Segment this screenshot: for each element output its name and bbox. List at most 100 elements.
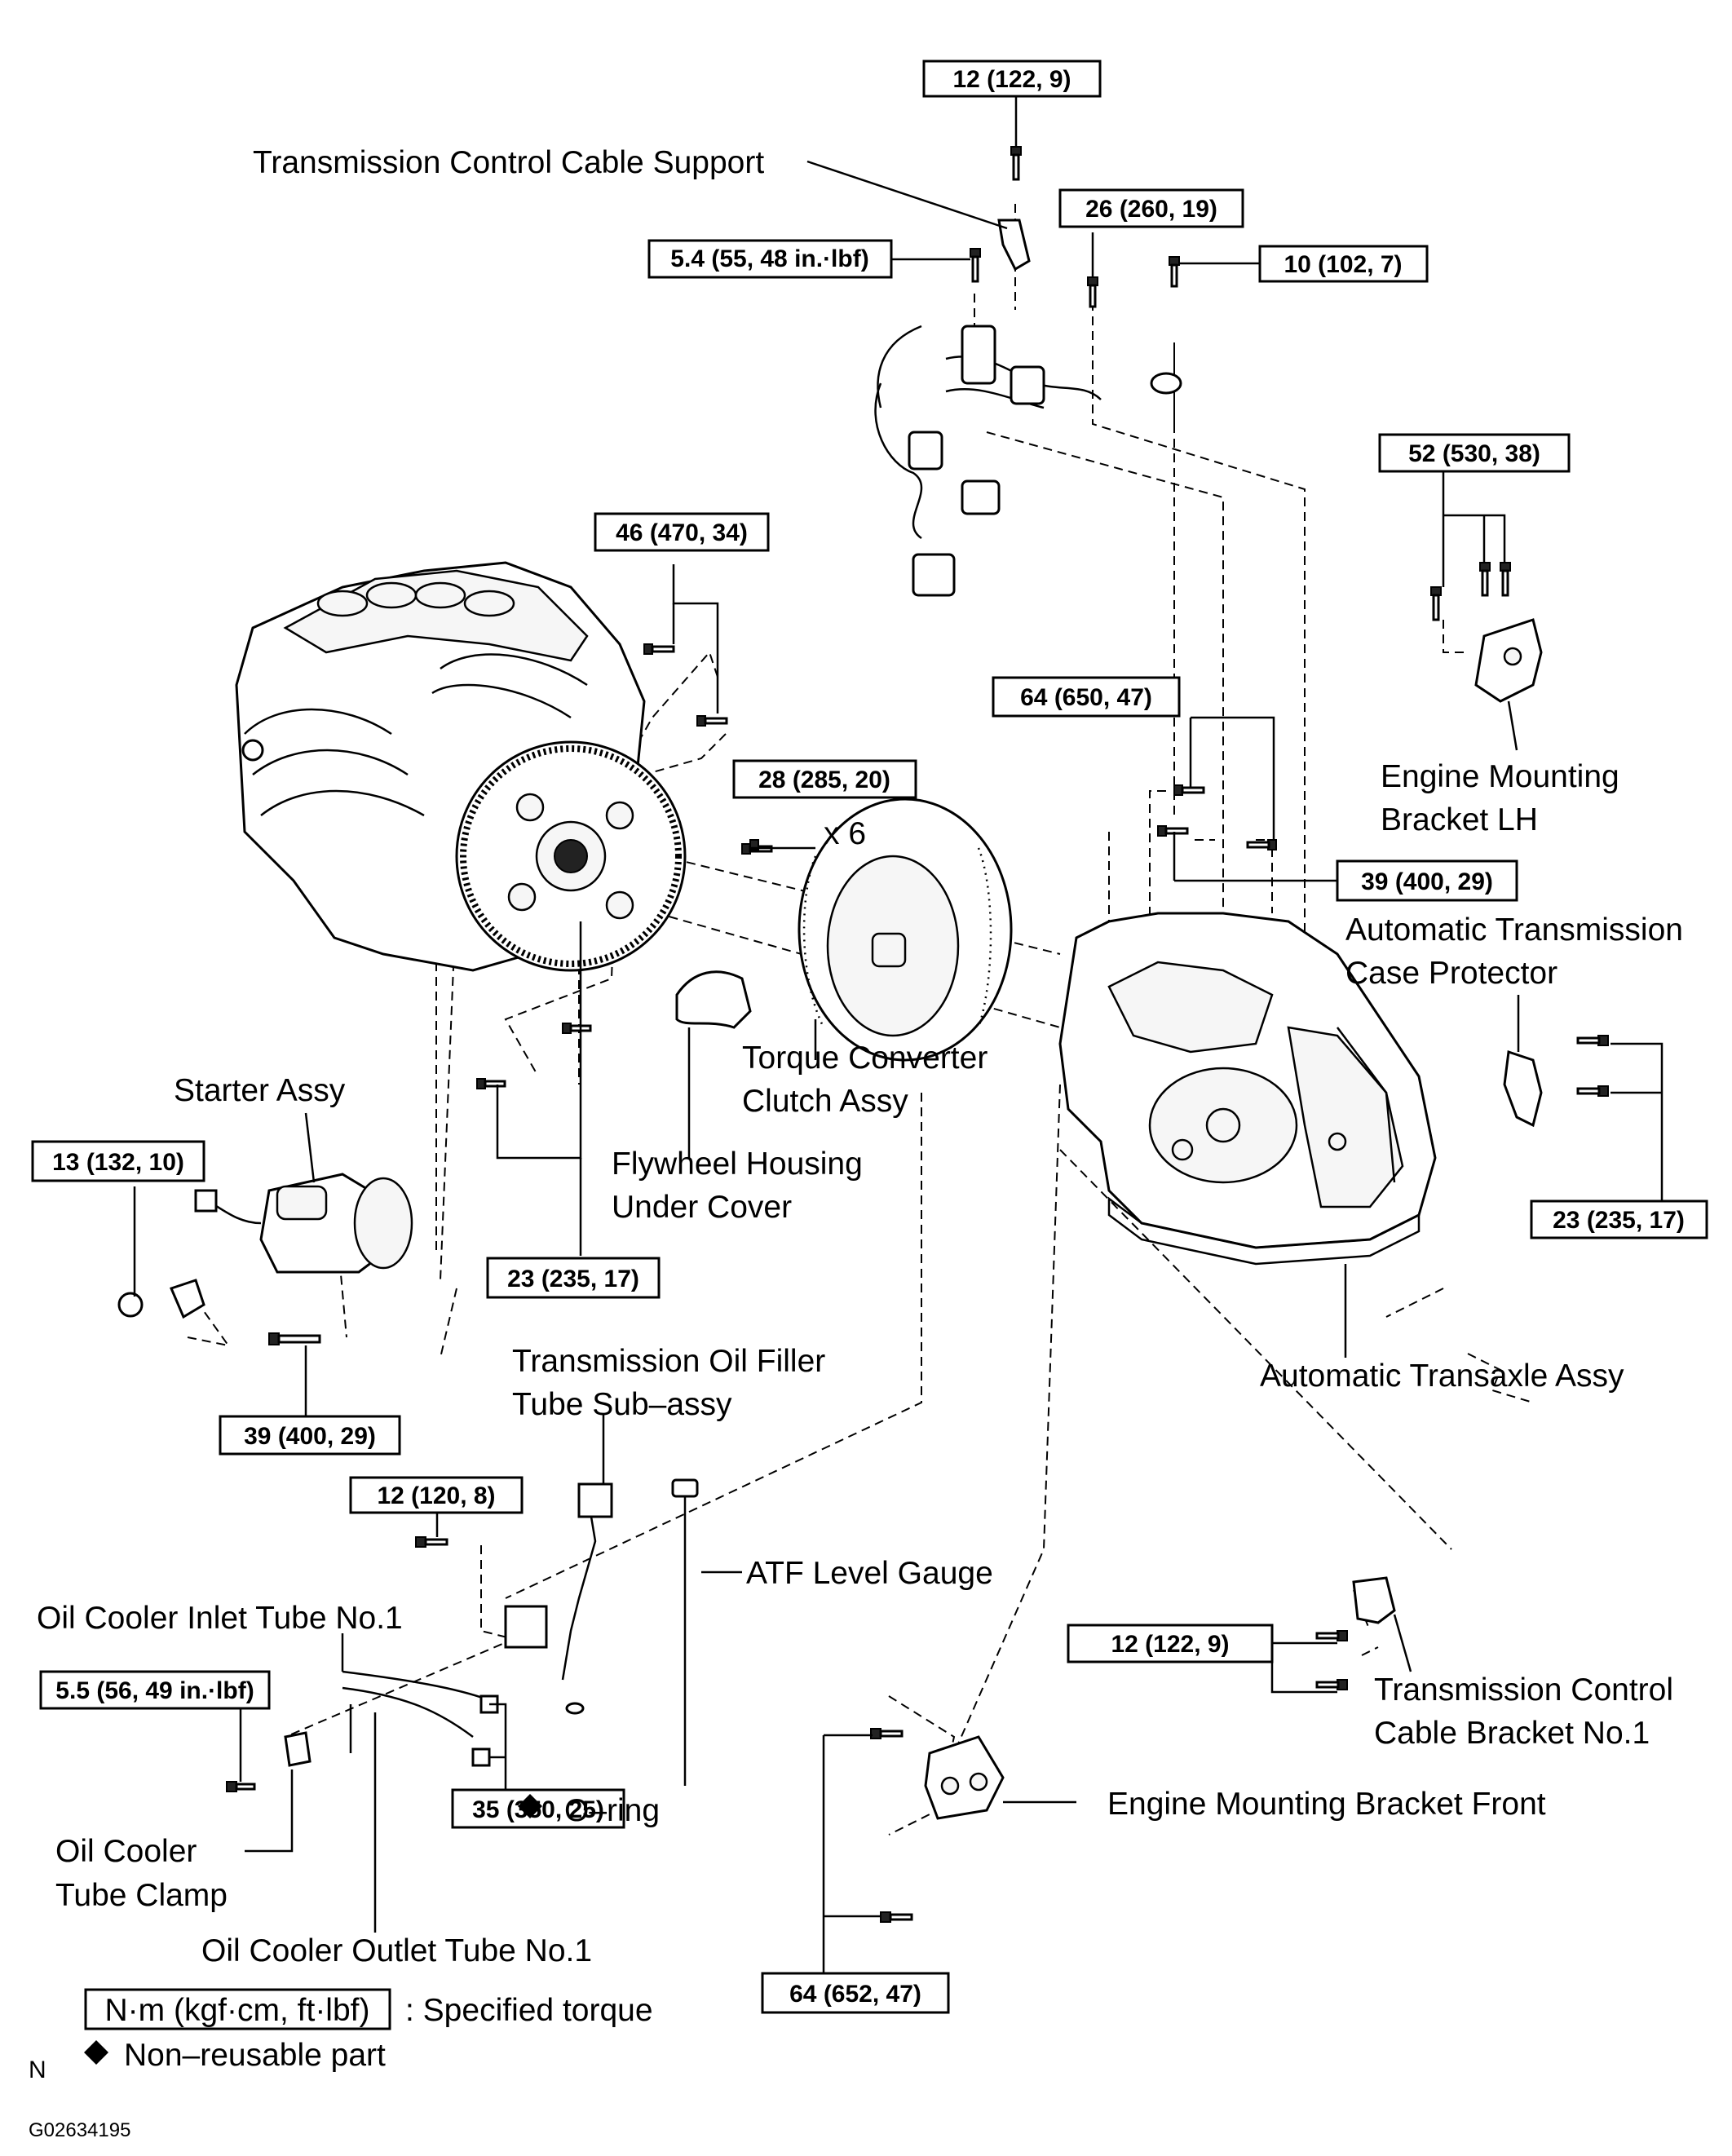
label-octc-2: Tube Clamp (55, 1878, 228, 1913)
bolt (696, 715, 728, 727)
torque-box: 10 (102, 7) (1258, 245, 1429, 283)
torque-spec-boxes: 12 (122, 9) 5.4 (55, 48 in.·lbf) 26 (260… (31, 60, 1708, 2014)
torque-value: 64 (652, 47) (789, 1981, 921, 2008)
bolt (970, 248, 981, 283)
bolt (1173, 784, 1205, 796)
torque-value: 46 (470, 34) (616, 519, 748, 546)
torque-value: 5.5 (56, 49 in.·lbf) (55, 1677, 254, 1704)
legend-unit-desc: : Specified torque (405, 1993, 653, 2028)
label-tofts-1: Transmission Oil Filler (512, 1344, 825, 1379)
bolt (1169, 256, 1180, 288)
bolt (1010, 146, 1022, 181)
label-fhuc-1: Flywheel Housing (612, 1146, 863, 1182)
cable-bracket-no1 (1352, 1576, 1396, 1624)
label-ocit: Oil Cooler Inlet Tube No.1 (37, 1601, 403, 1636)
diamond-icon (518, 1794, 542, 1818)
legend-nonreusable: Non–reusable part (124, 2038, 386, 2073)
oil-cooler-tubes (284, 1670, 499, 1767)
label-emb-front: Engine Mounting Bracket Front (1107, 1787, 1546, 1822)
figure-code: G02634195 (29, 2119, 130, 2141)
torque-value: 13 (132, 10) (52, 1149, 184, 1176)
torque-box: 23 (235, 17) (486, 1257, 661, 1299)
torque-box: 39 (400, 29) (1336, 859, 1518, 902)
atf-level-gauge (671, 1478, 699, 1786)
label-ocot: Oil Cooler Outlet Tube No.1 (201, 1933, 592, 1968)
legend-unit: N·m (kgf·cm, ft·lbf) (105, 1993, 370, 2028)
transaxle (1058, 912, 1437, 1266)
bolt (1157, 825, 1189, 837)
part-labels: Transmission Control Cable Support x 6 E… (37, 145, 1683, 1968)
torque-value: 52 (530, 38) (1408, 440, 1540, 467)
label-tofts-2: Tube Sub–assy (512, 1387, 732, 1422)
label-x6: x 6 (824, 816, 866, 851)
torque-value: 23 (235, 17) (507, 1266, 639, 1292)
bolt (268, 1332, 321, 1345)
label-emb-lh-2: Bracket LH (1381, 802, 1538, 837)
torque-box: 12 (122, 9) (1067, 1624, 1274, 1663)
footer-n: N (29, 2057, 46, 2083)
engine-mounting-bracket-lh (1474, 618, 1543, 703)
bolt (1500, 562, 1511, 597)
bolt (749, 839, 759, 850)
bolt (1087, 276, 1098, 308)
bolt (870, 1728, 904, 1739)
bolt (1430, 586, 1442, 621)
label-cable-support: Transmission Control Cable Support (253, 145, 764, 180)
transmission-control-cable (874, 219, 1182, 597)
torque-converter (798, 797, 1013, 1062)
label-atcp-2: Case Protector (1345, 956, 1557, 991)
label-tcca-2: Clutch Assy (742, 1084, 908, 1119)
bolt (1246, 839, 1277, 850)
legend: N·m (kgf·cm, ft·lbf) : Specified torque … (84, 1988, 653, 2073)
bolt (476, 1078, 506, 1089)
bolt (643, 643, 675, 655)
torque-box: 12 (122, 9) (922, 60, 1102, 98)
bolts (226, 146, 1609, 1923)
torque-box: 39 (400, 29) (219, 1415, 401, 1456)
torque-box: 5.5 (56, 49 in.·lbf) (39, 1670, 271, 1710)
bolt (562, 1023, 592, 1034)
flywheel-housing-under-cover (675, 970, 752, 1029)
drive-plate (455, 740, 687, 972)
torque-box: 13 (132, 10) (31, 1140, 205, 1182)
bolt (1315, 1630, 1348, 1641)
torque-value: 64 (650, 47) (1020, 684, 1152, 711)
torque-value: 12 (122, 9) (952, 66, 1071, 93)
legend-unit-box (84, 1988, 391, 2030)
label-starter: Starter Assy (174, 1073, 346, 1108)
torque-box: 52 (530, 38) (1378, 433, 1571, 473)
bolt (1576, 1035, 1609, 1046)
bolt (226, 1781, 256, 1792)
torque-box: 5.4 (55, 48 in.·lbf) (647, 239, 893, 279)
torque-box: 64 (650, 47) (992, 676, 1181, 718)
label-tcca-1: Torque Converter (742, 1040, 988, 1076)
bolt (1315, 1679, 1348, 1690)
bolt (415, 1536, 448, 1548)
torque-box: 28 (285, 20) (732, 759, 917, 799)
torque-box: 12 (120, 8) (349, 1476, 524, 1514)
bolt (1576, 1085, 1609, 1097)
torque-value: 12 (122, 9) (1111, 1631, 1229, 1658)
case-protector (1503, 1049, 1543, 1128)
label-emb-lh-1: Engine Mounting (1381, 759, 1619, 794)
torque-value: 10 (102, 7) (1284, 251, 1402, 278)
label-atf: ATF Level Gauge (746, 1556, 993, 1591)
torque-box: 46 (470, 34) (594, 512, 770, 552)
torque-box: 23 (235, 17) (1530, 1199, 1708, 1239)
label-tccb-2: Cable Bracket No.1 (1374, 1716, 1650, 1751)
engine-mounting-bracket-front (924, 1735, 1005, 1820)
diamond-icon (84, 2040, 108, 2065)
torque-value: 39 (400, 29) (1361, 868, 1493, 895)
torque-box: 64 (652, 47) (761, 1972, 950, 2014)
torque-value: 39 (400, 29) (244, 1423, 376, 1450)
label-atcp-1: Automatic Transmission (1345, 912, 1683, 948)
torque-value: 23 (235, 17) (1553, 1207, 1685, 1234)
label-fhuc-2: Under Cover (612, 1190, 792, 1225)
starter (117, 1173, 413, 1319)
label-octc-1: Oil Cooler (55, 1834, 197, 1869)
torque-value: 26 (260, 19) (1085, 196, 1217, 223)
torque-value: 5.4 (55, 48 in.·lbf) (670, 245, 868, 272)
label-ata: Automatic Transaxle Assy (1260, 1359, 1624, 1394)
torque-value: 28 (285, 20) (758, 767, 890, 793)
